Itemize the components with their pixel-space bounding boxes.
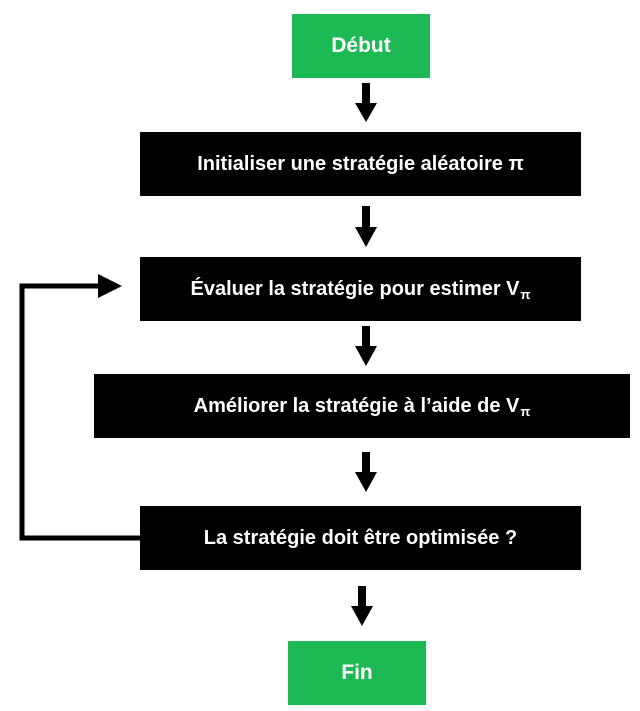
decision-optimize-label: La stratégie doit être optimisée ? bbox=[203, 526, 518, 549]
end-terminal: Fin bbox=[288, 641, 426, 705]
step-improve-subscript: π bbox=[520, 403, 531, 419]
start-terminal: Début bbox=[292, 14, 430, 78]
step-improve-label: Améliorer la stratégie à l’aide de V bbox=[193, 394, 520, 417]
step-initialize-label: Initialiser une stratégie aléatoire π bbox=[197, 152, 524, 175]
arrow-down-1 bbox=[355, 83, 377, 122]
step-initialize-policy: Initialiser une stratégie aléatoire π bbox=[140, 132, 581, 196]
arrow-down-3 bbox=[355, 326, 377, 366]
end-label: Fin bbox=[341, 661, 373, 684]
loop-back-arrow bbox=[19, 274, 140, 541]
arrow-down-4 bbox=[355, 452, 377, 492]
arrow-down-2 bbox=[355, 206, 377, 247]
start-label: Début bbox=[331, 34, 391, 57]
decision-optimize: La stratégie doit être optimisée ? bbox=[140, 506, 581, 570]
arrow-down-5 bbox=[351, 586, 373, 626]
step-evaluate-subscript: π bbox=[520, 286, 531, 302]
step-evaluate-label: Évaluer la stratégie pour estimer V bbox=[190, 277, 520, 300]
